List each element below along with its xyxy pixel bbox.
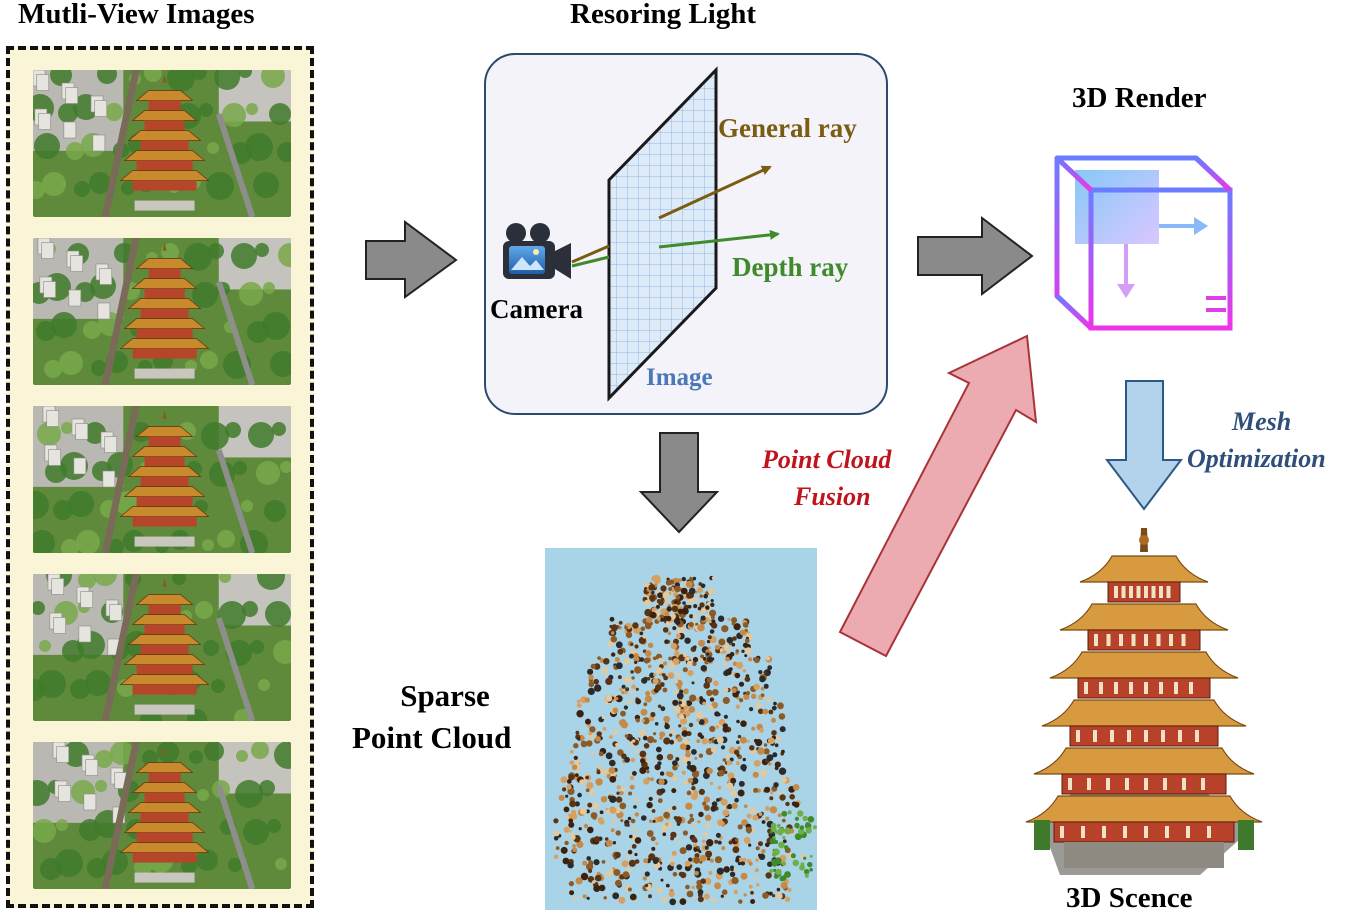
sparse-point-cloud-image xyxy=(545,548,817,910)
flow-arrow-2 xyxy=(917,215,1034,297)
flow-arrow-1 xyxy=(365,220,458,299)
view-image-2 xyxy=(33,238,291,385)
multi-view-title: Mutli-View Images xyxy=(18,0,255,30)
general-ray-arrow xyxy=(658,165,772,220)
depth-ray-label: Depth ray xyxy=(732,252,849,282)
image-plane xyxy=(607,66,718,402)
fusion-label-line1: Point Cloud xyxy=(762,445,892,474)
view-image-3 xyxy=(33,406,291,553)
render-title: 3D Render xyxy=(1072,82,1207,114)
restoring-light-title: Resoring Light xyxy=(570,0,757,30)
render-cube-icon xyxy=(1054,155,1233,331)
scene-tower-image xyxy=(1025,518,1263,880)
fusion-label-line2: Fusion xyxy=(794,482,871,511)
mesh-arrow xyxy=(1104,380,1184,511)
flow-arrow-down xyxy=(638,432,720,534)
image-label: Image xyxy=(646,364,713,391)
fusion-arrow xyxy=(838,334,1038,658)
view-image-4 xyxy=(33,574,291,721)
depth-ray-segment-behind xyxy=(571,255,610,268)
camera-icon xyxy=(503,223,571,279)
general-ray-label: General ray xyxy=(718,113,857,143)
mesh-label-line1: Mesh xyxy=(1232,407,1292,436)
camera-label: Camera xyxy=(490,294,583,324)
scene-label: 3D Scence xyxy=(1066,882,1193,914)
depth-ray-arrow xyxy=(658,229,780,249)
mesh-label-line2: Optimization xyxy=(1187,444,1326,473)
sparse-label-line2: Point Cloud xyxy=(352,720,512,755)
view-image-1 xyxy=(33,70,291,217)
general-ray-segment-behind xyxy=(571,244,610,264)
sparse-label-line1: Sparse xyxy=(400,678,490,713)
view-image-5 xyxy=(33,742,291,889)
